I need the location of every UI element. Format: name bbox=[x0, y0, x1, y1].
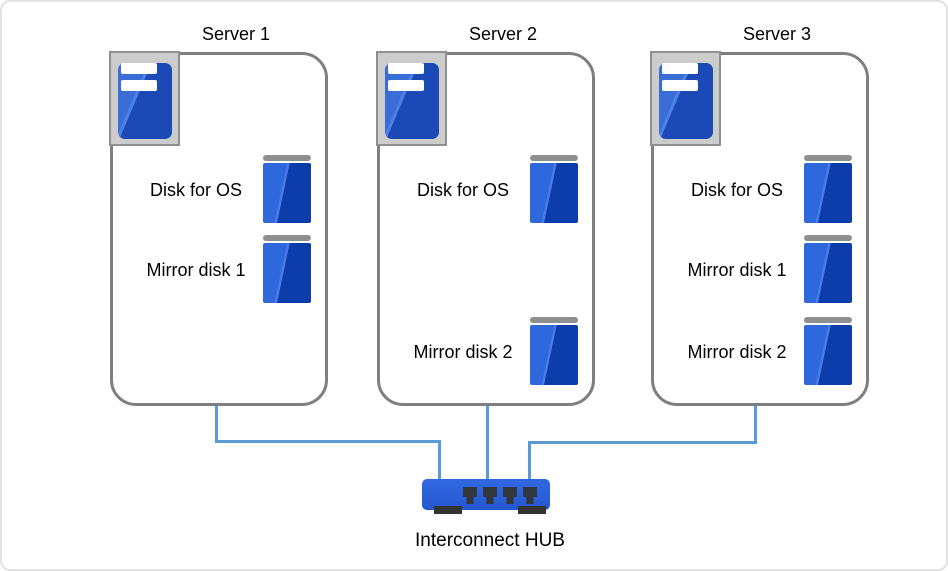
disk-row-os: Disk for OS bbox=[131, 155, 319, 223]
disk-label: Mirror disk 1 bbox=[146, 260, 246, 280]
disk-body bbox=[804, 325, 852, 385]
disk-body bbox=[263, 243, 311, 303]
disk-cap bbox=[804, 317, 852, 323]
disk-body bbox=[804, 163, 852, 223]
hub-label: Interconnect HUB bbox=[415, 530, 565, 551]
disk-label: Disk for OS bbox=[416, 180, 509, 200]
server-tower-body bbox=[118, 63, 172, 139]
hub-icon bbox=[422, 479, 550, 514]
server-tower-body bbox=[385, 63, 439, 139]
disk-row-os: Disk for OS bbox=[398, 155, 586, 223]
server-tower-icon bbox=[109, 51, 180, 146]
disk-label: Disk for OS bbox=[690, 180, 783, 200]
disk-cap bbox=[804, 155, 852, 161]
disk-body bbox=[530, 325, 578, 385]
server-tower-body bbox=[659, 63, 713, 139]
hub-port-icon bbox=[503, 487, 517, 504]
hub-foot bbox=[518, 506, 546, 514]
connector-line-server1 bbox=[438, 440, 441, 480]
server-tower-bar bbox=[121, 80, 157, 91]
connector-line-server1 bbox=[215, 406, 218, 443]
hub-port-icon bbox=[523, 487, 537, 504]
disk-row-mirror-1: Mirror disk 1 bbox=[672, 235, 860, 303]
server-tower-bar bbox=[388, 80, 424, 91]
disk-label: Disk for OS bbox=[149, 180, 242, 200]
disk-cap bbox=[263, 235, 311, 241]
disk-row-mirror-2: Mirror disk 2 bbox=[398, 317, 586, 385]
server-tower-bar bbox=[388, 63, 424, 74]
connector-line-server3 bbox=[528, 441, 531, 480]
server-tower-icon bbox=[376, 51, 447, 146]
hub-port-icon bbox=[483, 487, 497, 504]
disk-icon bbox=[804, 155, 852, 223]
disk-icon bbox=[804, 235, 852, 303]
disk-cap bbox=[530, 155, 578, 161]
server-2-title: Server 2 bbox=[468, 24, 538, 44]
server-3-title: Server 3 bbox=[742, 24, 812, 44]
disk-icon bbox=[804, 317, 852, 385]
server-3-box: Disk for OS Mirror disk 1 Mirror disk 2 bbox=[650, 51, 869, 406]
disk-icon bbox=[263, 235, 311, 303]
server-1-box: Disk for OS Mirror disk 1 bbox=[109, 51, 328, 406]
disk-icon bbox=[263, 155, 311, 223]
server-tower-bar bbox=[121, 63, 157, 74]
hub-foot bbox=[434, 506, 462, 514]
disk-label: Mirror disk 1 bbox=[687, 260, 787, 280]
connector-line-server2 bbox=[486, 406, 489, 480]
disk-icon bbox=[530, 317, 578, 385]
disk-body bbox=[530, 163, 578, 223]
hub-port-icon bbox=[463, 487, 477, 504]
connector-line-server3 bbox=[528, 441, 757, 444]
disk-icon bbox=[530, 155, 578, 223]
disk-cap bbox=[530, 317, 578, 323]
connector-line-server1 bbox=[215, 440, 441, 443]
disk-label: Mirror disk 2 bbox=[413, 342, 513, 362]
disk-cap bbox=[263, 155, 311, 161]
disk-label: Mirror disk 2 bbox=[687, 342, 787, 362]
disk-row-os: Disk for OS bbox=[672, 155, 860, 223]
disk-row-mirror-1: Mirror disk 1 bbox=[131, 235, 319, 303]
server-tower-icon bbox=[650, 51, 721, 146]
connector-line-server3 bbox=[754, 406, 757, 444]
disk-body bbox=[804, 243, 852, 303]
server-tower-bar bbox=[662, 80, 698, 91]
disk-body bbox=[263, 163, 311, 223]
server-1-title: Server 1 bbox=[201, 24, 271, 44]
server-2-box: Disk for OS Mirror disk 2 bbox=[376, 51, 595, 406]
disk-cap bbox=[804, 235, 852, 241]
disk-row-mirror-2: Mirror disk 2 bbox=[672, 317, 860, 385]
server-tower-bar bbox=[662, 63, 698, 74]
